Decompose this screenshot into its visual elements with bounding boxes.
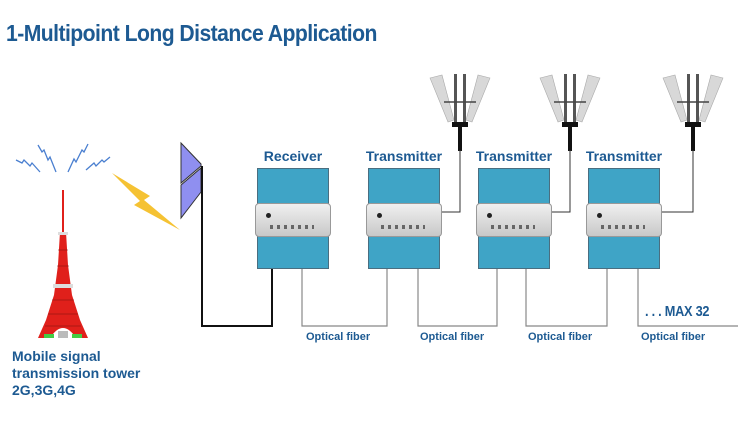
repeater-unit-icon <box>476 203 552 237</box>
tower-label-line: transmission tower <box>12 365 141 381</box>
device-label-transmitter: Transmitter <box>475 148 553 164</box>
signal-waves-icon <box>15 143 111 173</box>
device-label-transmitter: Transmitter <box>365 148 443 164</box>
transmitter-box <box>586 168 662 269</box>
feeder-cable <box>201 166 273 327</box>
donor-antenna-icon <box>180 141 202 220</box>
page-title: 1-Multipoint Long Distance Application <box>6 20 377 46</box>
tower-label-line: 2G,3G,4G <box>12 382 76 398</box>
fiber-line <box>417 268 498 327</box>
fiber-line <box>301 268 388 327</box>
fiber-label: Optical fiber <box>420 331 485 343</box>
fiber-line <box>637 268 738 327</box>
service-antenna-icon <box>539 74 601 151</box>
receiver-box <box>255 168 331 269</box>
antenna-cable <box>441 150 461 213</box>
repeater-unit-icon <box>366 203 442 237</box>
service-antenna-icon <box>429 74 491 151</box>
lightning-icon <box>112 173 180 230</box>
fiber-line <box>525 268 608 327</box>
fiber-label: Optical fiber <box>641 331 706 343</box>
fiber-label: Optical fiber <box>528 331 593 343</box>
device-label-receiver: Receiver <box>263 148 323 164</box>
tower-label: Mobile signal transmission tower 2G,3G,4… <box>12 348 140 399</box>
tower-label-line: Mobile signal <box>12 348 101 364</box>
repeater-unit-icon <box>586 203 662 237</box>
antenna-cable <box>661 150 694 213</box>
repeater-unit-icon <box>255 203 331 237</box>
antenna-cable <box>551 150 571 213</box>
max-count-label: . . . MAX 32 <box>645 303 710 320</box>
transmitter-box <box>476 168 552 269</box>
transmitter-box <box>366 168 442 269</box>
fiber-label: Optical fiber <box>306 331 371 343</box>
device-label-transmitter: Transmitter <box>585 148 663 164</box>
service-antenna-icon <box>662 74 724 151</box>
radio-tower-icon <box>38 190 88 338</box>
